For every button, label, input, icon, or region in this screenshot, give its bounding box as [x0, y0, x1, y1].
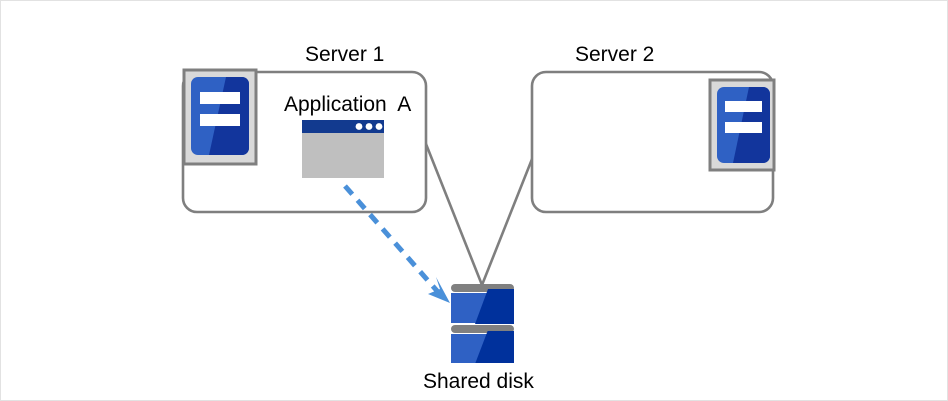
server-icon	[182, 68, 258, 166]
server2-title: Server 2	[575, 43, 655, 66]
app-window-icon	[302, 120, 384, 178]
connector-server1-to-disk	[424, 142, 484, 287]
server1-title: Server 1	[305, 43, 385, 66]
shared-disk-label: Shared disk	[423, 370, 534, 393]
dashed-arrow-icon	[343, 184, 450, 303]
server-icon	[708, 78, 776, 172]
application-a-label: Application A	[284, 93, 412, 116]
connector-server2-to-disk	[480, 142, 540, 287]
disk-stack-icon	[451, 284, 514, 363]
